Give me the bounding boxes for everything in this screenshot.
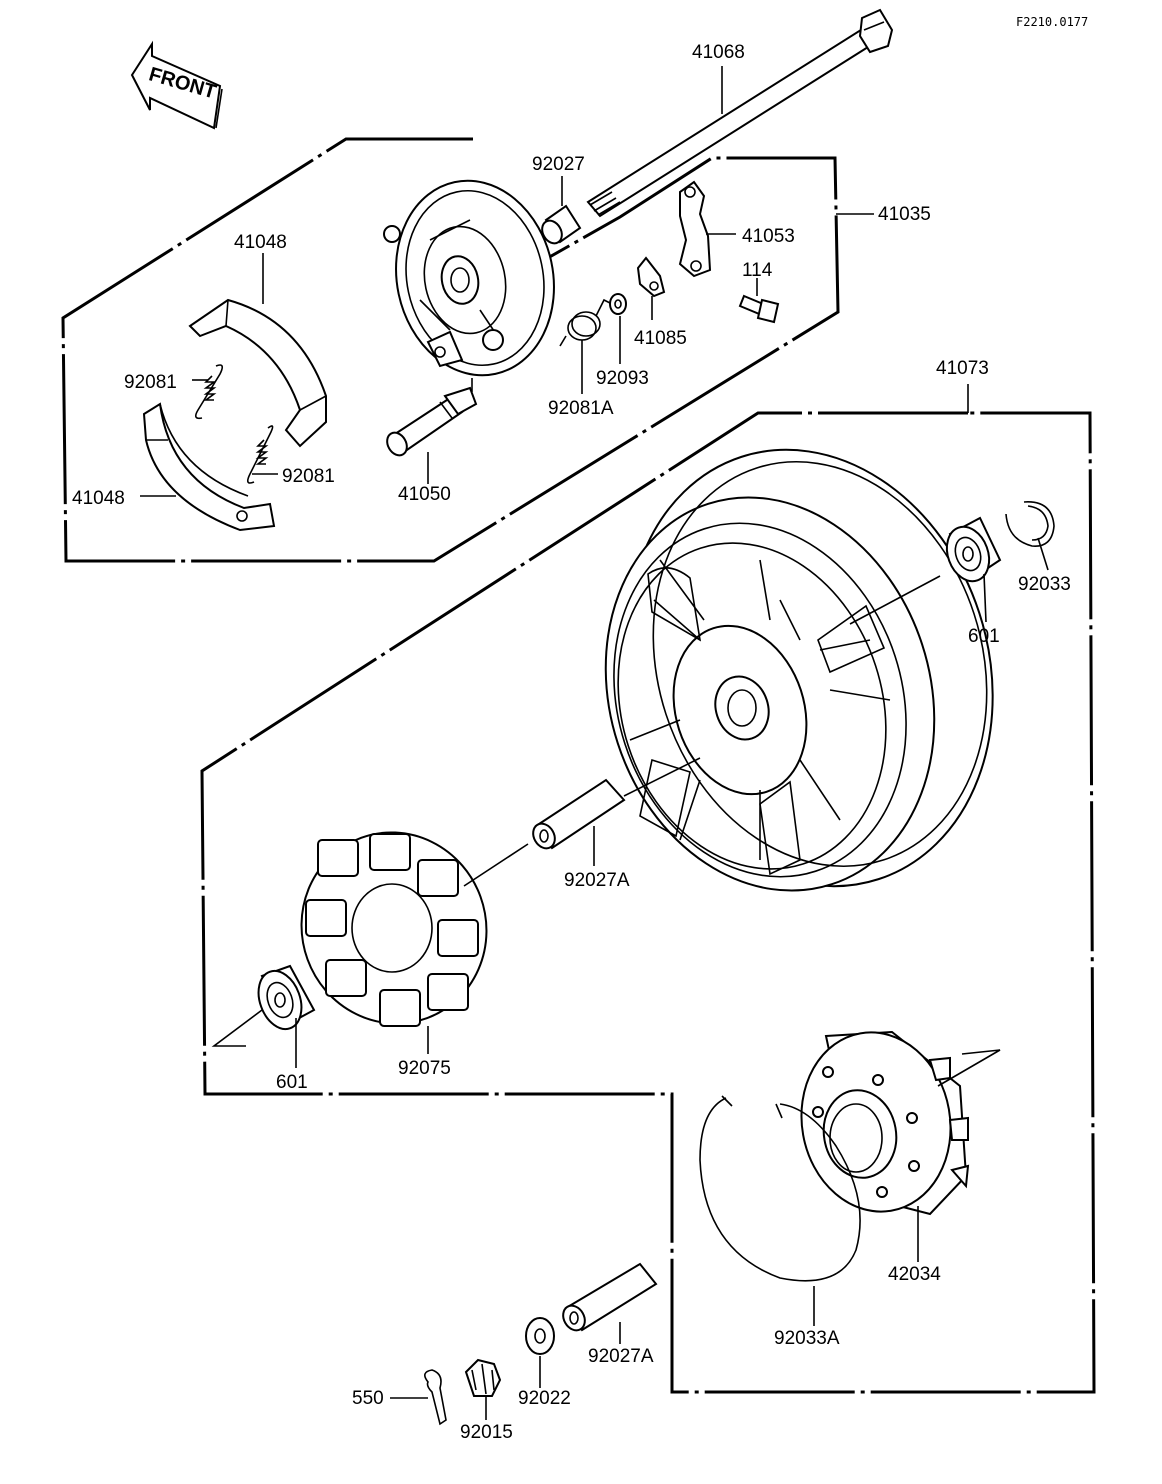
wheel-kit-frame <box>200 411 1096 1394</box>
brake-panel-kit-frame <box>61 137 840 563</box>
cotter-pin-icon <box>424 1369 447 1426</box>
label-41068: 41068 <box>692 42 745 63</box>
label-92081-lower: 92081 <box>282 466 335 487</box>
label-92081A: 92081A <box>548 398 614 419</box>
label-92075: 92075 <box>398 1058 451 1079</box>
label-92015: 92015 <box>460 1422 513 1443</box>
label-41048-upper: 41048 <box>234 232 287 253</box>
label-92081-upper: 92081 <box>124 372 177 393</box>
label-41053: 41053 <box>742 226 795 247</box>
label-41085: 41085 <box>634 328 687 349</box>
drawing-code: F2210.0177 <box>1016 15 1088 29</box>
label-92022: 92022 <box>518 1388 571 1409</box>
axle-icon <box>586 8 894 218</box>
label-92033: 92033 <box>1018 574 1071 595</box>
castle-nut-icon <box>464 1358 502 1397</box>
spring-lower-icon <box>246 425 274 484</box>
label-92027A-lower: 92027A <box>588 1346 654 1367</box>
brake-shoe-lower-icon <box>142 402 276 532</box>
brake-panel-icon <box>383 179 555 377</box>
damper-icon <box>300 831 488 1027</box>
spacer-lower-icon <box>562 1262 658 1332</box>
collar-icon <box>541 204 582 245</box>
washer-axle-icon <box>525 1317 555 1355</box>
label-92027: 92027 <box>532 154 585 175</box>
label-41048-lower: 41048 <box>72 488 125 509</box>
label-41035: 41035 <box>878 204 931 225</box>
label-41073: 41073 <box>936 358 989 379</box>
label-41050: 41050 <box>398 484 451 505</box>
spacer-upper-icon <box>532 778 626 850</box>
label-601-right: 601 <box>968 626 1000 647</box>
indicator-plate-icon <box>636 256 666 298</box>
front-arrow-icon: FRONT <box>130 40 223 130</box>
label-92027A-upper: 92027A <box>564 870 630 891</box>
bolt-icon <box>738 294 780 324</box>
leader-lines <box>140 66 1049 1420</box>
label-92093: 92093 <box>596 368 649 389</box>
wheel-icon <box>604 448 994 892</box>
coupling-icon <box>800 1030 970 1216</box>
label-550: 550 <box>352 1388 384 1409</box>
label-42034: 42034 <box>888 1264 941 1285</box>
washer-small-icon <box>609 293 627 315</box>
brake-shoe-upper-icon <box>188 298 327 448</box>
cam-lever-icon <box>678 180 712 278</box>
brake-cam-icon <box>386 386 478 457</box>
bearing-left-icon <box>257 964 316 1031</box>
label-601-left: 601 <box>276 1072 308 1093</box>
circlip-right-icon <box>1005 501 1055 547</box>
circlip-large-icon <box>699 1095 861 1282</box>
torsion-spring-icon <box>559 298 613 347</box>
spring-upper-icon <box>194 364 224 420</box>
label-92033A: 92033A <box>774 1328 840 1349</box>
bearing-right-icon <box>945 516 1002 583</box>
label-114: 114 <box>742 260 773 281</box>
